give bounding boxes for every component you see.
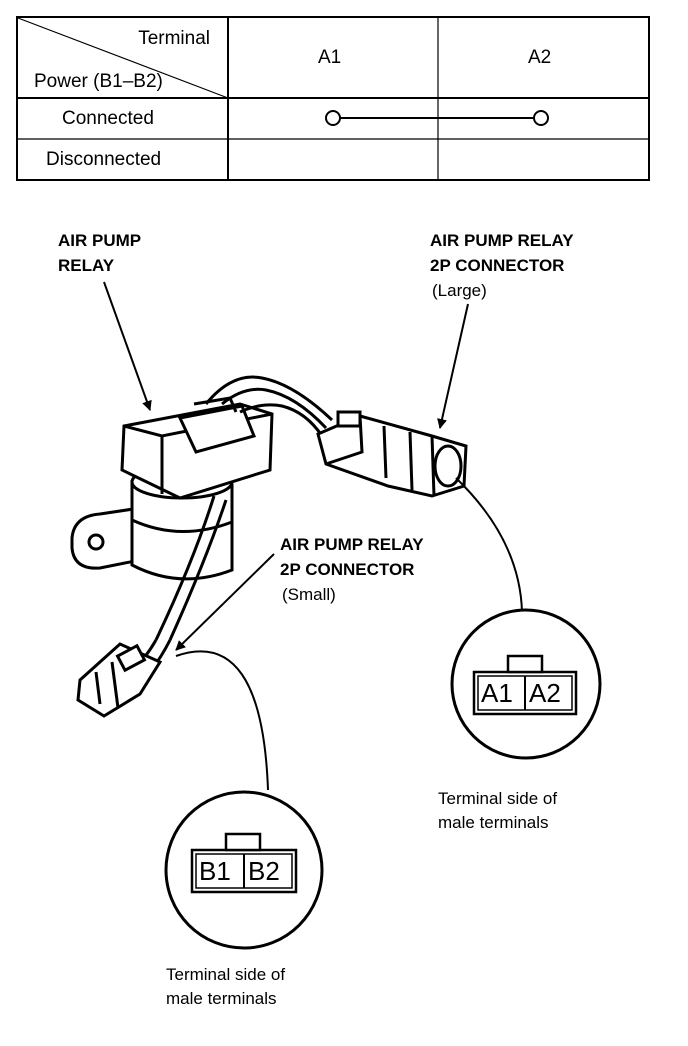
relay-label-line1: AIR PUMP: [58, 231, 142, 250]
small-connector-leader-arrow: [175, 553, 275, 651]
terminal-a2: A2: [529, 678, 561, 708]
small-terminal-view: [164, 790, 324, 950]
large-connector-label-line1: AIR PUMP RELAY: [430, 231, 574, 250]
large-terminal-view: [450, 608, 602, 760]
row-label-connected: Connected: [62, 108, 154, 129]
relay-label-line2: RELAY: [58, 256, 115, 275]
large-connector: [316, 410, 468, 498]
terminal-a1: A1: [481, 678, 513, 708]
col-header-a2: A2: [528, 47, 552, 68]
header-terminal: Terminal: [138, 28, 210, 49]
relay-body: [70, 396, 274, 581]
small-connector-label-line2: 2P CONNECTOR: [280, 560, 415, 579]
continuity-symbol-connected: [325, 110, 549, 126]
col-header-a1: A1: [318, 47, 342, 68]
terminal-b2: B2: [248, 856, 280, 886]
terminal-b1: B1: [199, 856, 231, 886]
large-callout-line: [455, 477, 523, 613]
continuity-table: Terminal Power (B1–B2) A1 A2 Connected D…: [16, 16, 650, 181]
small-callout-line: [175, 650, 269, 791]
small-connector-size: (Small): [282, 585, 336, 604]
large-connector-leader-arrow: [437, 303, 469, 429]
large-note-line1: Terminal side of: [438, 789, 558, 808]
small-note-line2: male terminals: [166, 989, 277, 1008]
small-note-line1: Terminal side of: [166, 965, 286, 984]
large-connector-size: (Large): [432, 281, 487, 300]
large-connector-label-line2: 2P CONNECTOR: [430, 256, 565, 275]
header-power: Power (B1–B2): [34, 71, 163, 92]
small-connector: [76, 642, 163, 718]
large-note-line2: male terminals: [438, 813, 549, 832]
wire-harness-large: [204, 375, 334, 437]
small-connector-label-line1: AIR PUMP RELAY: [280, 535, 424, 554]
relay-leader-arrow: [103, 281, 152, 411]
table-grid: [16, 16, 650, 181]
row-label-disconnected: Disconnected: [46, 149, 162, 170]
header-diagonal: [17, 17, 229, 99]
